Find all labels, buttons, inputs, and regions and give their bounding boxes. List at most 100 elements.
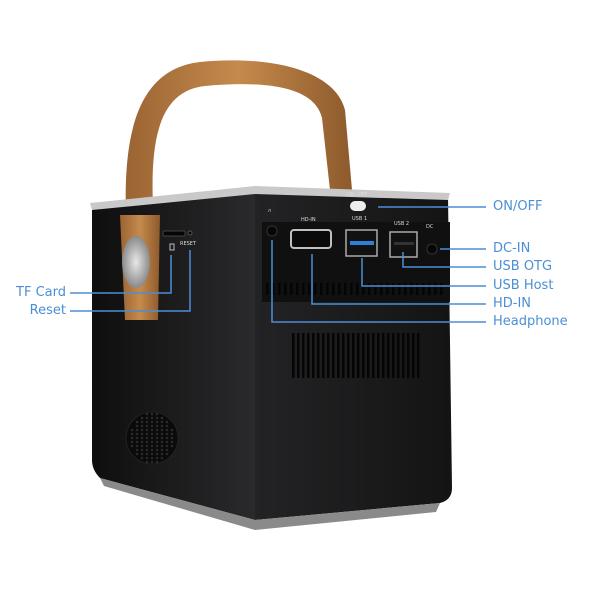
vent-slot	[326, 283, 329, 295]
speaker-hole	[170, 436, 174, 440]
vent-slot	[278, 283, 281, 295]
speaker-hole	[160, 448, 164, 452]
vent-slot	[407, 333, 410, 378]
speaker-hole	[135, 424, 139, 428]
vent-slot	[347, 333, 350, 378]
speaker-hole	[140, 436, 144, 440]
vent-slot	[397, 333, 400, 378]
speaker-hole	[145, 440, 149, 444]
vent-slot	[332, 283, 335, 295]
speaker-hole	[150, 416, 154, 420]
vent-slot	[362, 283, 365, 295]
speaker-hole	[135, 448, 139, 452]
top-rim	[90, 186, 450, 210]
speaker-hole	[170, 444, 174, 448]
vent-slot	[342, 333, 345, 378]
speaker-hole	[135, 436, 139, 440]
speaker-hole	[165, 436, 169, 440]
speaker-hole	[140, 424, 144, 428]
speaker-hole	[145, 424, 149, 428]
vent-slot	[392, 333, 395, 378]
vent-slot	[440, 283, 443, 295]
callout-headphone: Headphone	[493, 314, 568, 329]
speaker-hole	[145, 436, 149, 440]
speaker-hole	[155, 448, 159, 452]
speaker-hole	[150, 412, 154, 416]
vent-slot	[356, 283, 359, 295]
dc-port	[426, 243, 438, 255]
speaker-hole	[155, 416, 159, 420]
dc-port-label: DC	[426, 224, 434, 230]
speaker-hole	[145, 444, 149, 448]
vent-slot	[292, 333, 295, 378]
vent-slot	[372, 333, 375, 378]
vent-slot	[398, 283, 401, 295]
callout-usb-otg: USB OTG	[493, 259, 553, 274]
speaker-hole	[170, 432, 174, 436]
vent-slot	[352, 333, 355, 378]
speaker-hole	[145, 432, 149, 436]
switch-off-label: OFF	[358, 192, 368, 198]
speaker-hole	[165, 424, 169, 428]
vent-slot	[367, 333, 370, 378]
vent-slot	[327, 333, 330, 378]
speaker-hole	[145, 448, 149, 452]
speaker-hole	[165, 444, 169, 448]
hdmi-port-label: HD-IN	[301, 217, 316, 223]
vent-slots-top	[266, 283, 443, 295]
speaker-hole	[170, 440, 174, 444]
line-reset	[70, 250, 191, 312]
speaker-hole	[135, 432, 139, 436]
vent-slot	[374, 283, 377, 295]
vent-slot	[410, 283, 413, 295]
vent-slot	[416, 283, 419, 295]
line-tf-card	[70, 255, 172, 294]
vent-slot	[337, 333, 340, 378]
speaker-hole	[150, 432, 154, 436]
speaker-hole	[155, 424, 159, 428]
vent-slot	[332, 333, 335, 378]
speaker-hole	[145, 452, 149, 456]
speaker-hole	[135, 420, 139, 424]
reset-label: RESET	[180, 241, 197, 247]
speaker-hole	[170, 428, 174, 432]
speaker-hole	[140, 440, 144, 444]
vent-slot	[307, 333, 310, 378]
vent-slot	[386, 283, 389, 295]
speaker-hole	[145, 460, 149, 464]
vent-slot	[320, 283, 323, 295]
vent-slot	[380, 283, 383, 295]
speaker-hole	[155, 436, 159, 440]
line-hd-in	[311, 254, 486, 305]
handle-knob	[122, 236, 150, 288]
vent-slots-bottom	[292, 333, 420, 378]
callout-tf-card: TF Card	[16, 285, 66, 300]
speaker-hole	[130, 428, 134, 432]
reset-hole	[187, 230, 193, 236]
vent-slot	[317, 333, 320, 378]
speaker-hole	[165, 448, 169, 452]
vent-slot	[412, 333, 415, 378]
speaker-hole	[135, 444, 139, 448]
speaker-hole	[165, 432, 169, 436]
vent-slot	[314, 283, 317, 295]
vent-slot	[377, 333, 380, 378]
vent-slot	[428, 283, 431, 295]
speaker-hole	[160, 432, 164, 436]
speaker-hole	[145, 428, 149, 432]
vent-slot	[382, 333, 385, 378]
speaker-hole	[135, 440, 139, 444]
speaker-hole	[150, 436, 154, 440]
usb-host-accent	[350, 241, 374, 245]
vent-slot	[434, 283, 437, 295]
callout-hd-in: HD-IN	[493, 296, 532, 311]
headphone-jack	[266, 225, 278, 237]
speaker-hole	[130, 444, 134, 448]
speaker-hole	[140, 428, 144, 432]
speaker-hole	[155, 456, 159, 460]
vent-slot	[302, 333, 305, 378]
speaker-hole	[130, 432, 134, 436]
speaker-hole	[155, 452, 159, 456]
